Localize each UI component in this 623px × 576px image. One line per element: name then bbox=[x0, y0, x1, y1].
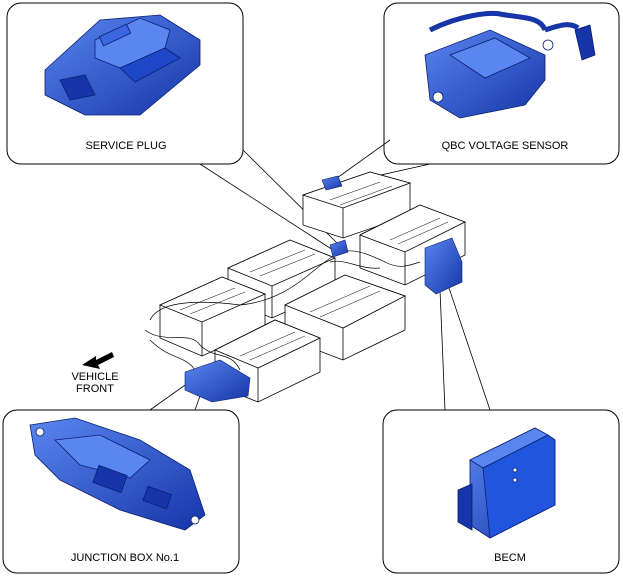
becm-illustration bbox=[457, 427, 556, 539]
junction-box-label: JUNCTION BOX No.1 bbox=[70, 552, 180, 564]
wire-harness bbox=[144, 250, 421, 371]
service-plug-illustration bbox=[44, 14, 201, 116]
vehicle-front-label-line1: VEHICLE bbox=[71, 371, 119, 383]
vehicle-front-arrow-icon bbox=[82, 352, 114, 369]
becm-label: BECM bbox=[494, 552, 526, 564]
junction-box-illustration bbox=[29, 417, 206, 531]
service-plug-label: SERVICE PLUG bbox=[85, 140, 167, 152]
vehicle-front-label-line2: FRONT bbox=[76, 383, 114, 395]
qbc-voltage-sensor-label: QBC VOLTAGE SENSOR bbox=[441, 140, 569, 152]
qbc-voltage-sensor-illustration bbox=[424, 10, 596, 119]
module-detail-lines bbox=[179, 181, 449, 361]
pack-components bbox=[184, 175, 463, 403]
